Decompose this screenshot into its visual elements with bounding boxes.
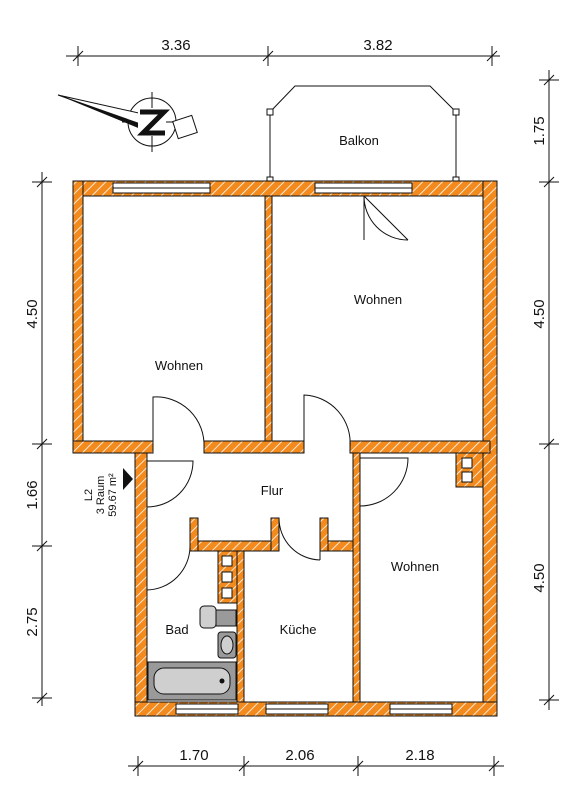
room-label-wohnen-left: Wohnen [155,358,203,373]
left-dim-1: 4.50 [24,299,41,328]
balcony [266,85,460,184]
room-label-flur: Flur [261,483,284,498]
top-dim-2: 3.82 [363,37,392,54]
left-dimension-line: 4.50 1.66 2.75 [24,172,52,706]
room-label-wohnen-top-right: Wohnen [354,292,402,307]
toilet-icon [199,605,237,629]
unit-tag-line-3: 59.67 m² [107,473,119,517]
left-dim-2: 1.66 [24,480,41,509]
bottom-dim-3: 2.18 [405,747,434,764]
sink-icon [217,631,237,659]
room-label-bad: Bad [165,622,188,637]
doors [146,195,409,591]
unit-tag-line-2: 3 Raum [95,476,107,515]
room-label-balkon: Balkon [339,133,379,148]
room-label-wohnen-bottom-right: Wohnen [391,559,439,574]
room-label-kueche: Küche [280,622,317,637]
chimney-flues [221,457,473,599]
bathtub-icon [147,661,237,701]
top-dim-1: 3.36 [161,37,190,54]
right-dim-1: 1.75 [531,116,548,145]
windows [112,182,453,715]
right-dim-2: 4.50 [531,299,548,328]
unit-tag: L2 3 Raum 59.67 m² [83,468,133,517]
bottom-dim-2: 2.06 [285,747,314,764]
bottom-dim-1: 1.70 [179,747,208,764]
unit-tag-line-1: L2 [83,489,95,501]
right-dim-3: 4.50 [531,563,548,592]
bottom-dimension-line: 1.70 2.06 2.18 [128,747,504,776]
north-compass-icon [57,92,198,152]
top-dimension-line: 3.36 3.82 [66,37,500,66]
left-dim-3: 2.75 [24,607,41,636]
right-dimension-line: 1.75 4.50 4.50 [531,70,559,710]
